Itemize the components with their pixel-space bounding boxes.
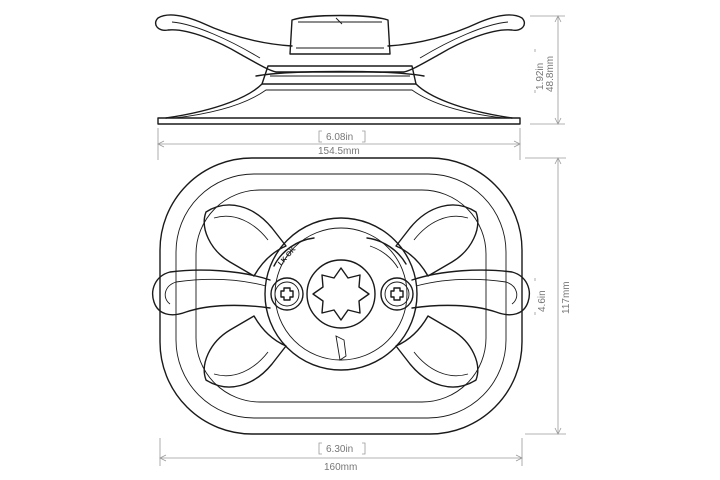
- side-height-mm-label: 48.8mm: [545, 56, 556, 92]
- plan-height-mm-label: 117mm: [561, 281, 572, 314]
- plan-height-in-label: 4.6in: [537, 290, 548, 312]
- side-height-dimension: 1.92in 48.8mm: [530, 15, 565, 125]
- plan-height-dimension: 4.6in 117mm: [525, 157, 572, 435]
- side-height-in-label: 1.92in: [535, 63, 546, 90]
- top-width-mm-label: 154.5mm: [318, 146, 360, 157]
- top-width-dimension: 6.08in 154.5mm: [157, 128, 521, 160]
- bottom-width-mm-label: 160mm: [324, 462, 357, 473]
- bottom-width-dimension: 6.30in 160mm: [159, 438, 523, 473]
- logo-mark: [335, 335, 347, 361]
- plan-view: LK-OK: [152, 157, 530, 435]
- bottom-width-in-label: 6.30in: [326, 444, 353, 455]
- top-width-in-label: 6.08in: [326, 132, 353, 143]
- side-view: [154, 14, 526, 125]
